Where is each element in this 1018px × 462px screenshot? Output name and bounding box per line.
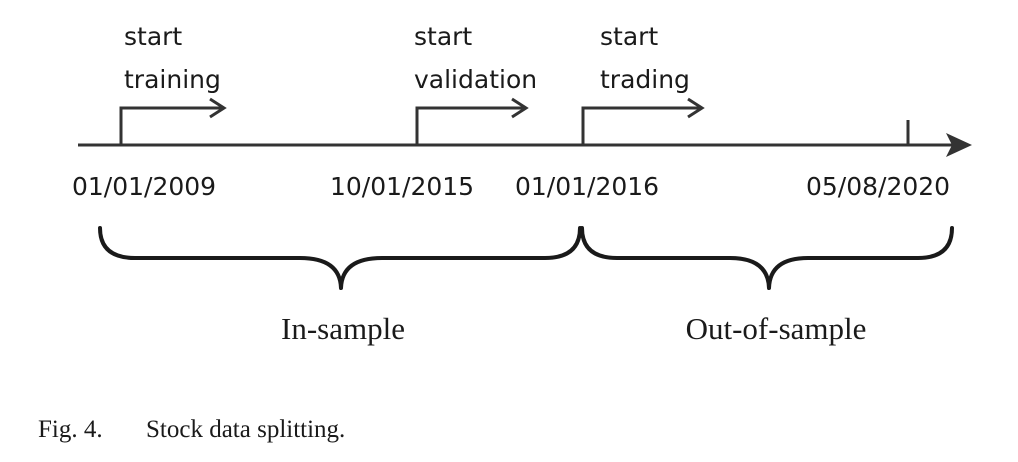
start-training-label-line1: start	[124, 22, 182, 51]
milestone-start-trading: start trading	[581, 22, 705, 145]
start-trading-arrow	[581, 106, 700, 145]
figure-caption-label: Fig. 4.	[38, 416, 103, 443]
start-validation-arrow	[415, 106, 524, 145]
milestone-start-validation: start validation	[414, 22, 537, 145]
out-of-sample-label: Out-of-sample	[686, 311, 867, 346]
date-label-end: 05/08/2020	[806, 172, 950, 201]
start-validation-label-line1: start	[414, 22, 472, 51]
out-of-sample-brace	[580, 226, 954, 290]
start-trading-label-line1: start	[600, 22, 658, 51]
start-trading-label-line2: trading	[600, 65, 690, 94]
date-label-start-trading: 01/01/2016	[515, 172, 659, 201]
start-validation-arrowhead	[511, 97, 529, 119]
milestone-start-training: start training	[119, 22, 227, 145]
start-training-arrowhead	[209, 97, 227, 119]
in-sample-brace	[98, 226, 582, 290]
start-validation-label-line2: validation	[414, 65, 537, 94]
date-label-start-training: 01/01/2009	[72, 172, 216, 201]
start-training-label-line2: training	[124, 65, 221, 94]
timeline-arrowhead	[946, 133, 972, 157]
date-label-start-validation: 10/01/2015	[330, 172, 474, 201]
start-training-arrow	[119, 106, 222, 145]
figure-caption-text: Stock data splitting.	[146, 416, 345, 443]
start-trading-arrowhead	[687, 97, 705, 119]
in-sample-label: In-sample	[281, 311, 405, 346]
